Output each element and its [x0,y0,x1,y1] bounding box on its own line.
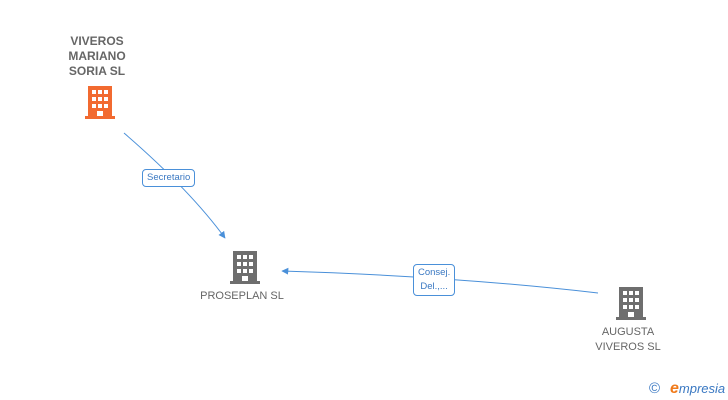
brand-logo: empresia [670,380,725,398]
building-icon[interactable] [84,84,116,120]
building-icon[interactable] [615,285,647,321]
label-line: VIVEROS SL [595,341,661,353]
edge-label-line: Del.,... [420,281,448,292]
label-line: AUGUSTA [601,326,655,338]
label-line: MARIANO [68,49,126,63]
label-line: VIVEROS [70,34,124,48]
node-label-viveros-mariano-soria[interactable]: VIVEROS MARIANO SORIA SL [55,34,139,79]
brand-rest: mpresia [678,381,726,396]
building-icon[interactable] [229,249,261,285]
edge-secretario-line [123,132,226,239]
edge-label-line: Consej. [418,267,451,278]
edge-label-secretario[interactable]: Secretario [142,169,196,187]
node-label-proseplan[interactable]: PROSEPLAN SL [200,290,284,302]
copyright-icon: © [649,380,661,397]
label-line: SORIA SL [68,64,126,78]
edge-label-consej-del[interactable]: Consej. Del.,... [413,264,456,296]
brand-initial: e [670,380,679,397]
node-label-augusta-viveros[interactable]: AUGUSTA VIVEROS SL [580,325,676,355]
